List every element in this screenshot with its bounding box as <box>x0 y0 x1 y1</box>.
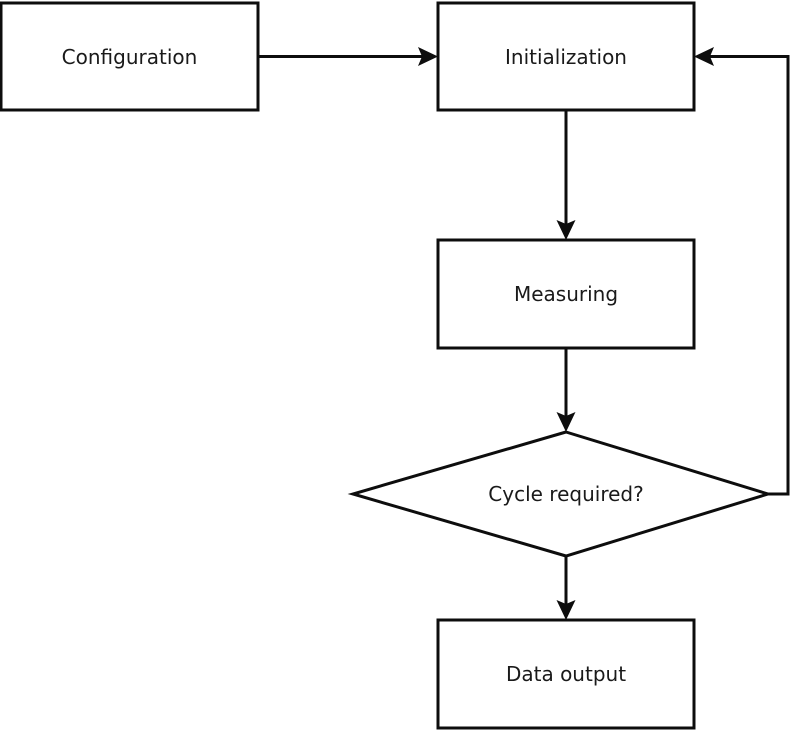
node-configuration[interactable]: Configuration <box>0 1 260 112</box>
arrow-head-measuring-to-cycle-required <box>556 412 576 432</box>
node-measuring[interactable]: Measuring <box>436 238 696 350</box>
node-initialization[interactable]: Initialization <box>436 1 696 112</box>
edge-group <box>258 47 790 620</box>
node-shape-initialization[interactable] <box>436 1 696 112</box>
arrow-head-configuration-to-initialization <box>418 47 438 66</box>
edge-configuration-to-initialization <box>258 47 438 66</box>
node-label-configuration: Configuration <box>62 45 198 69</box>
arrow-head-initialization-to-measuring <box>556 220 576 240</box>
node-label-measuring: Measuring <box>514 282 618 306</box>
node-label-data-output: Data output <box>506 662 626 686</box>
node-shape-cycle-required[interactable] <box>347 430 774 558</box>
node-label-cycle-required: Cycle required? <box>488 482 643 506</box>
arrow-head-cycle-required-to-initialization-feedback <box>694 47 714 66</box>
node-shape-data-output[interactable] <box>436 618 696 730</box>
node-data-output[interactable]: Data output <box>436 618 696 730</box>
node-group: Configuration Initialization Measuring C… <box>0 1 774 730</box>
node-label-initialization: Initialization <box>505 45 627 69</box>
edge-cycle-required-to-data-output <box>556 556 576 620</box>
node-cycle-required[interactable]: Cycle required? <box>347 430 774 558</box>
arrow-head-cycle-required-to-data-output <box>556 600 576 620</box>
node-shape-measuring[interactable] <box>436 238 696 350</box>
edge-cycle-required-to-initialization-feedback <box>694 47 790 496</box>
edge-measuring-to-cycle-required <box>556 348 576 432</box>
node-shape-configuration[interactable] <box>0 1 260 112</box>
edge-initialization-to-measuring <box>556 110 576 240</box>
edge-line-cycle-required-to-initialization-feedback <box>702 55 790 496</box>
